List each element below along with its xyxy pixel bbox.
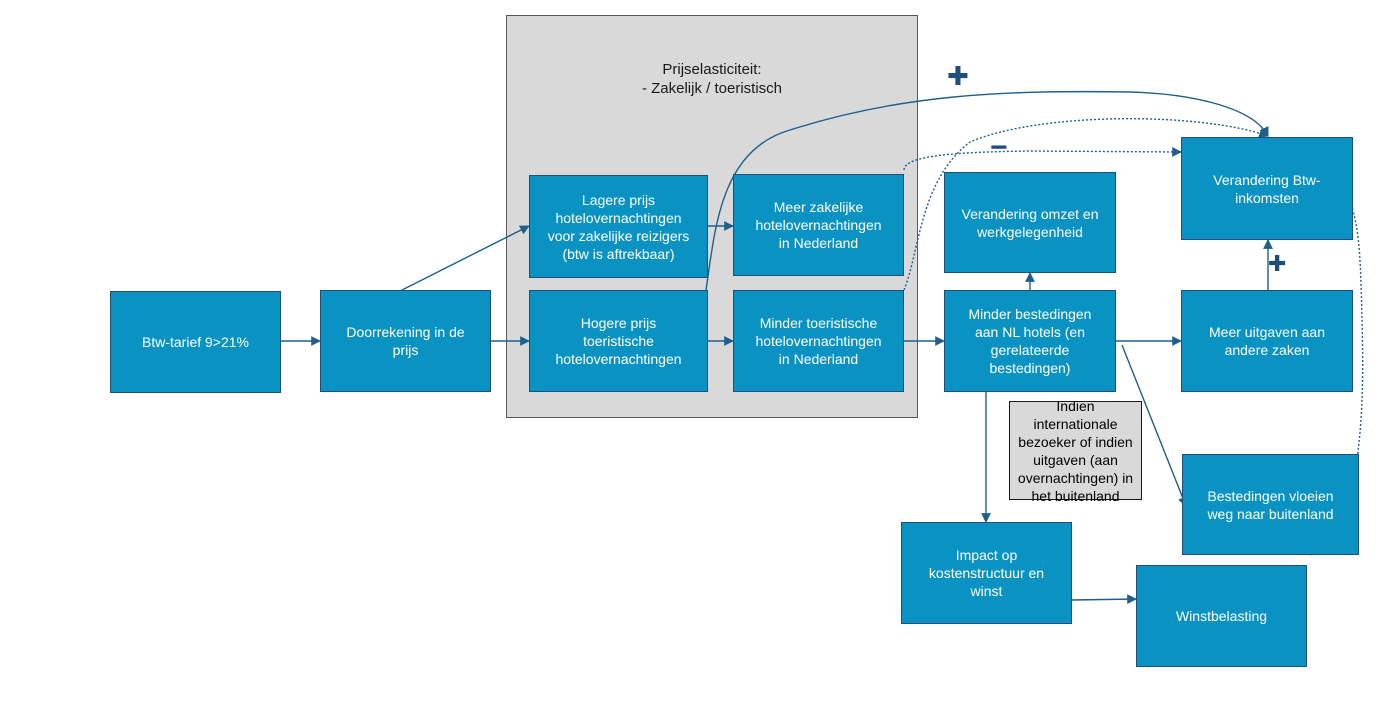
node-omzet: Verandering omzet en werkgelegenheid <box>944 172 1116 273</box>
group-title-line2: - Zakelijk / toeristisch <box>641 80 783 97</box>
edge-zakelijk-to-btw-minus <box>903 147 1182 171</box>
node-meer-zakelijk: Meer zakelijke hotelovernachtingen in Ne… <box>733 174 904 276</box>
node-lagere-prijs: Lagere prijs hotelovernachtingen voor za… <box>529 175 708 278</box>
node-btw-tarief: Btw-tarief 9>21% <box>110 291 281 393</box>
group-title: Prijselasticiteit: - Zakelijk / toeristi… <box>506 60 918 98</box>
node-impact: Impact op kostenstructuur en winst <box>901 522 1072 624</box>
node-meer-uitgaven: Meer uitgaven aan andere zaken <box>1181 290 1353 392</box>
node-hogere-prijs: Hogere prijs toeristische hotelovernacht… <box>529 290 708 392</box>
node-buitenland: Bestedingen vloeien weg naar buitenland <box>1182 454 1359 555</box>
minus-sign: − <box>990 131 1008 164</box>
group-title-line1: Prijselasticiteit: <box>662 61 762 78</box>
node-minder-toeristisch: Minder toeristische hotelovernachtingen … <box>733 290 904 392</box>
plus-sign-top: ✚ <box>947 61 969 91</box>
node-btw-inkomsten: Verandering Btw- inkomsten <box>1181 137 1353 240</box>
note-international: Indien internationale bezoeker of indien… <box>1009 398 1142 504</box>
node-doorrekening: Doorrekening in de prijs <box>320 290 491 392</box>
edge-impact-to-winst <box>1071 594 1137 605</box>
node-minder-bestedingen: Minder bestedingen aan NL hotels (en ger… <box>944 290 1116 392</box>
plus-sign-right: ✚ <box>1268 251 1287 276</box>
node-winstbelasting: Winstbelasting <box>1136 565 1307 667</box>
